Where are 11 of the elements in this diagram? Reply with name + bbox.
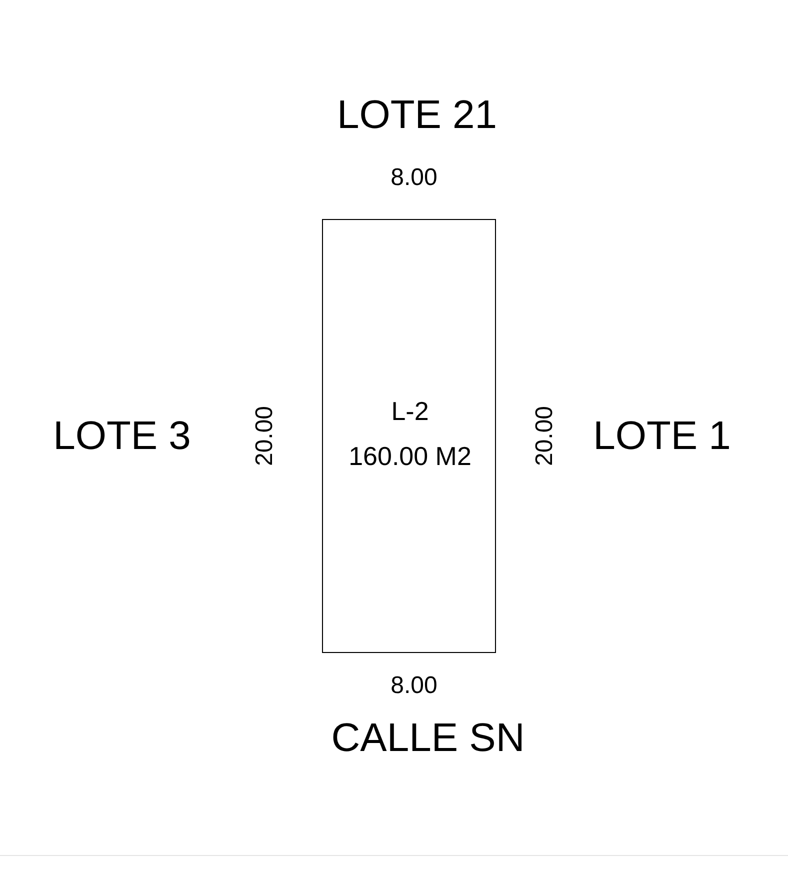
lot-outline	[322, 219, 496, 653]
lot-area: 160.00 M2	[348, 443, 472, 469]
neighbor-lot-label: LOTE 1	[593, 416, 731, 456]
lot-name: L-2	[391, 398, 429, 424]
dimension-label: 20.00	[253, 406, 277, 466]
dimension-label: 8.00	[390, 166, 438, 190]
dimension-label: 8.00	[390, 674, 438, 698]
neighbor-lot-label: LOTE 3	[53, 416, 191, 456]
street-label: CALLE SN	[331, 718, 525, 758]
neighbor-lot-label: LOTE 21	[336, 95, 498, 135]
dimension-label: 20.00	[533, 406, 557, 466]
